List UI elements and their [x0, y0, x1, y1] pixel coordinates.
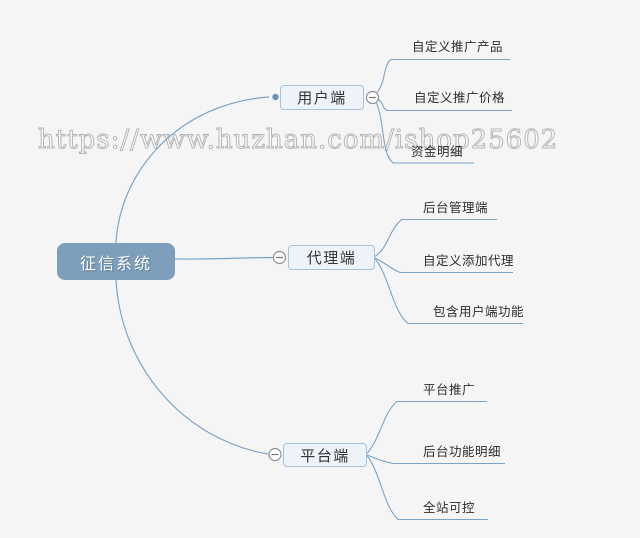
connector-root-to-user [115, 96, 270, 244]
branch-node-label: 代理端 [306, 250, 357, 267]
topic-line-custom-promo-product [376, 58, 510, 93]
topic-line-includes-user-features [374, 258, 523, 325]
topic-platform-promo[interactable]: 平台推广 [423, 383, 476, 397]
topic-backend-admin[interactable]: 后台管理端 [423, 201, 489, 215]
watermark-url: https://www.huzhan.com/ishop25602 [38, 125, 559, 156]
collapse-toggle-agent-branch[interactable] [272, 250, 287, 265]
branch-node-platform[interactable]: 平台端 [283, 443, 367, 467]
branch-node-label: 平台端 [300, 447, 350, 465]
topic-full-site-control[interactable]: 全站可控 [423, 501, 476, 515]
topic-line-full-site-control [366, 455, 488, 521]
branch-node-user[interactable]: 用户端 [280, 85, 364, 110]
topic-custom-promo-product[interactable]: 自定义推广产品 [412, 40, 504, 54]
connector-root-to-platform [115, 279, 269, 455]
topic-includes-user-features[interactable]: 包含用户端功能 [433, 305, 525, 319]
topic-line-custom-add-agent [374, 257, 513, 274]
topic-line-custom-promo-price [378, 99, 512, 112]
collapse-toggle-platform-branch[interactable] [268, 447, 282, 462]
connector-root-to-agent [173, 256, 274, 260]
topic-line-backend-feature-detail [366, 454, 505, 465]
topic-line-funds-detail [375, 102, 474, 164]
topic-funds-detail[interactable]: 资金明细 [411, 145, 464, 159]
topic-custom-promo-price[interactable]: 自定义推广价格 [414, 91, 506, 105]
branch-anchor-dot [272, 93, 279, 101]
topic-backend-feature-detail[interactable]: 后台功能明细 [423, 445, 502, 459]
root-node-credit-system[interactable]: 征信系统 [57, 243, 175, 280]
topic-line-platform-promo [366, 400, 487, 454]
root-node-label: 征信系统 [79, 255, 152, 273]
topic-custom-add-agent[interactable]: 自定义添加代理 [423, 254, 515, 268]
branch-node-agent[interactable]: 代理端 [288, 245, 375, 270]
collapse-toggle-user-branch[interactable] [365, 90, 380, 105]
topic-line-backend-admin [374, 218, 497, 257]
branch-node-label: 用户端 [297, 90, 347, 107]
